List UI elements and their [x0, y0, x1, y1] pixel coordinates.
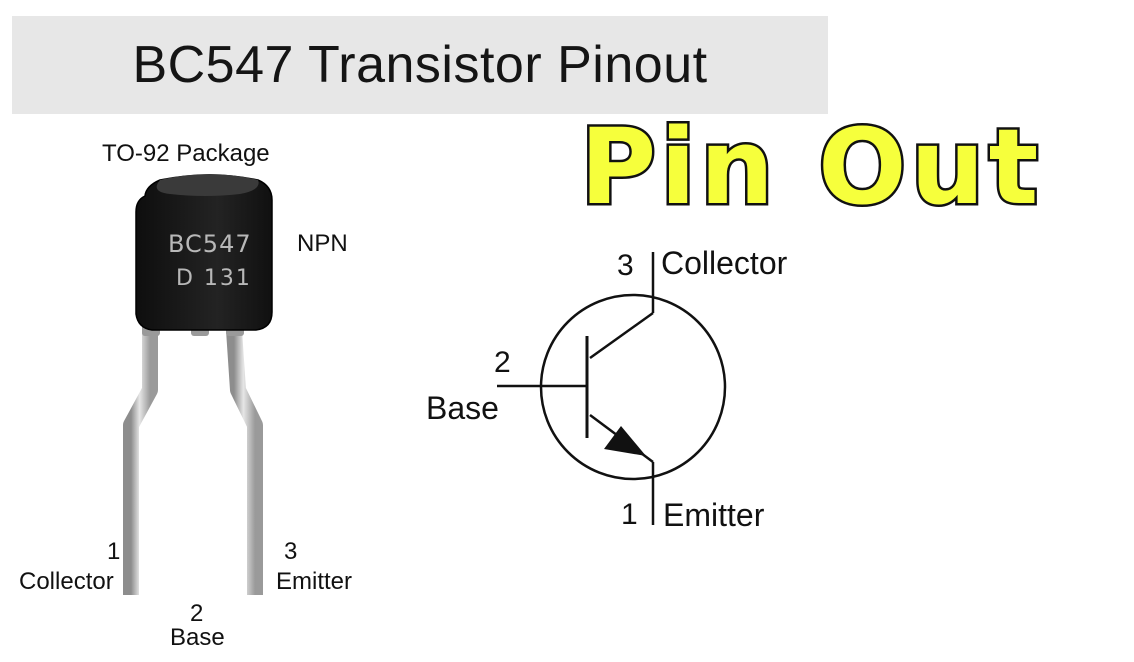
- page-title: BC547 Transistor Pinout: [132, 36, 708, 94]
- transistor-type-label: NPN: [297, 230, 348, 257]
- pin-2-name: Base: [170, 624, 225, 651]
- pin-2-number: 2: [190, 600, 204, 627]
- pin-1-name: Collector: [19, 568, 114, 595]
- lead-emitter: [226, 329, 263, 595]
- package-marking-line1: BC547: [168, 230, 252, 258]
- pin-3-name: Emitter: [276, 568, 353, 595]
- pinout-heading: Pin Out: [578, 104, 1043, 231]
- package-label: TO-92 Package: [102, 140, 270, 167]
- lead-collector: [123, 330, 158, 595]
- symbol-base-number: 2: [494, 346, 511, 379]
- symbol-emitter-name: Emitter: [663, 497, 765, 533]
- title-banner: BC547 Transistor Pinout: [12, 16, 828, 114]
- symbol-collector-number: 3: [617, 249, 634, 282]
- package-marking-line2: D 131: [176, 266, 252, 291]
- symbol-emitter-number: 1: [621, 498, 638, 531]
- package-body: [135, 174, 273, 331]
- to92-package-illustration: BC547 D 131: [123, 174, 273, 595]
- pin-1-number: 1: [107, 538, 121, 565]
- pin-3-number: 3: [284, 538, 298, 565]
- emitter-arrow-icon: [604, 426, 646, 456]
- symbol-base-name: Base: [426, 390, 499, 426]
- symbol-collector-name: Collector: [661, 245, 788, 281]
